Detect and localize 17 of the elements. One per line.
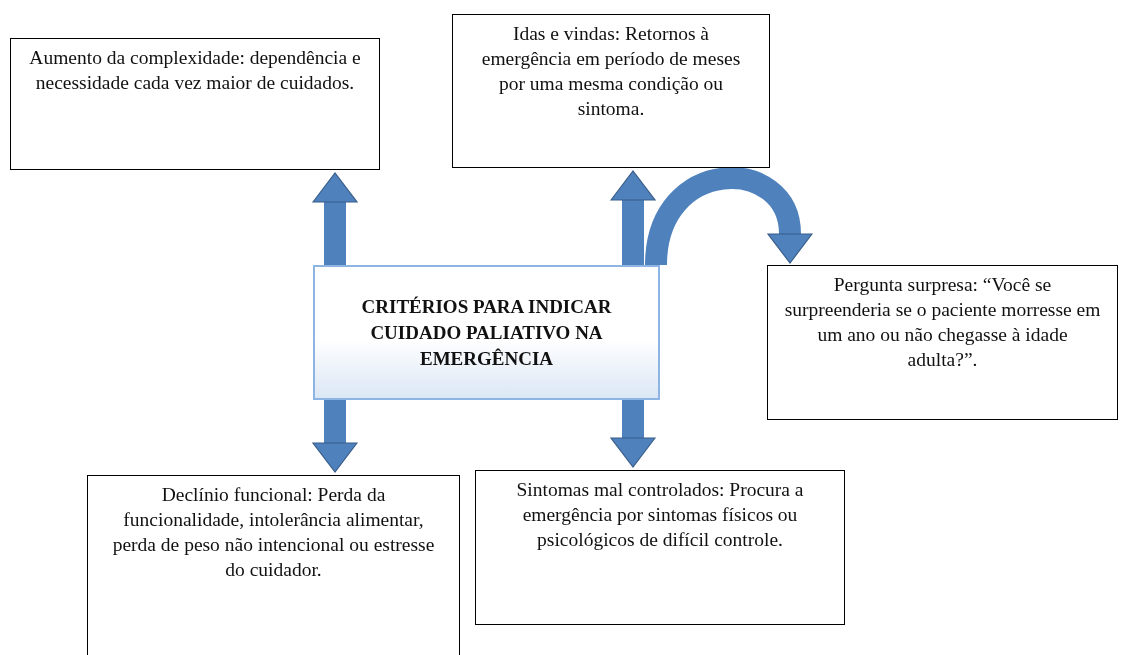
text-box xyxy=(475,470,845,625)
criterion-text: Aumento da complexidade: dependência e necessidade cada vez maior de cuidados. xyxy=(28,46,362,95)
block-arrow xyxy=(645,167,813,267)
text-box xyxy=(452,14,770,168)
criterion-text: Idas e vindas: Retornos à emergência em período de meses por uma mesma condição ou sintoma. xyxy=(480,22,742,121)
criterion-text: Declínio funcional: Perda da funcionalidade, intolerância alimentar, perda de peso não intencional ou estresse do cuidador. xyxy=(111,483,436,582)
title-text: CRITÉRIOS PARA INDICAR CUIDADO PALIATIVO NA EMERGÊNCIA xyxy=(360,294,613,371)
block-arrow xyxy=(610,170,656,265)
criterion-text: Sintomas mal controlados: Procura a emergência por sintomas físicos ou psicológicos de difícil controle. xyxy=(515,478,805,552)
title-box xyxy=(313,265,660,400)
text-box xyxy=(10,38,380,170)
block-arrow xyxy=(610,400,656,468)
block-arrow xyxy=(312,400,358,473)
text-box xyxy=(767,265,1118,420)
criterion-text: Pergunta surpresa: “Você se surpreenderia se o paciente morresse em um ano ou não chegasse à idade adulta?”. xyxy=(783,273,1102,372)
text-box xyxy=(87,475,460,655)
block-arrow xyxy=(312,172,358,265)
